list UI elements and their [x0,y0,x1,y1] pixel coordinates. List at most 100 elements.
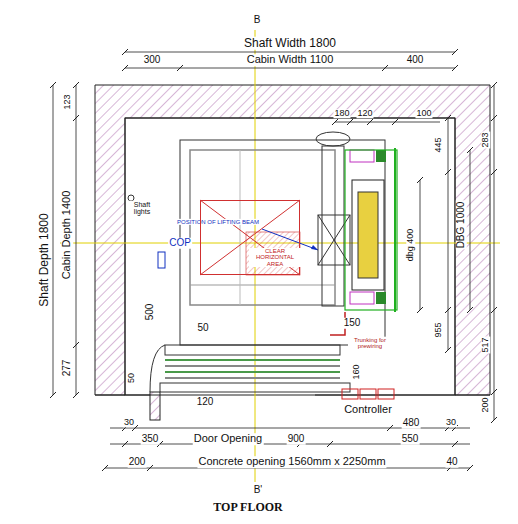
dimension-tick [73,392,79,398]
plan-label: 120 [196,397,215,408]
dimension-tick [452,441,458,447]
plan-label: Door Opening [193,433,264,445]
dimension-line [470,150,471,310]
dimension-text: 445 [434,136,443,153]
dimension-text: 200 [481,396,490,413]
dimension-tick [491,169,497,175]
dimension-tick [347,119,353,125]
dimension-tick [417,307,423,313]
sheet-title: TOP FLOOR [212,501,283,514]
dimension-lines [50,49,497,471]
clear-area [246,232,300,275]
dimension-tick [467,147,473,153]
dimension-text: 123 [63,93,72,110]
dimension-tick [491,82,497,88]
rail-bracket [376,292,386,304]
dimension-tick [382,65,388,71]
controller-unit [342,389,358,399]
dimension-tick [417,177,423,183]
rail-bracket [350,150,374,162]
rail-zone [345,150,397,310]
plan-label: 350 [141,434,160,445]
dimension-text: 500 [145,303,156,322]
dimension-tick [445,169,451,175]
node-text: Controller [343,404,393,416]
plan-label: Cabin Width 1100 [246,54,335,66]
dimension-text: dbg 400 [406,228,415,263]
plan-label: 200 [128,457,147,468]
dimension-tick [102,465,108,471]
plan-label: 120 [356,109,373,118]
plan-label: 100 [415,109,432,118]
dimension-tick [122,65,128,71]
counterweight-frame [352,180,384,290]
front-wall [95,395,150,396]
dimension-line [76,85,77,395]
dimension-text: Shaft Depth 1800 [38,212,51,307]
leader-line [262,229,318,250]
door-panel [165,359,340,361]
landing-sill [160,383,350,392]
dimension-tick [445,307,451,313]
controller-unit [360,389,376,399]
door-panel [165,365,340,367]
dimension-tick [73,115,79,121]
dimension-line [125,68,455,69]
dimension-text: 160 [352,363,361,380]
dimension-tick [332,119,338,125]
plan-label: 150 [343,318,362,329]
dimension-text: 955 [434,321,443,338]
plan-label: POSITION OF LIFTING BEAM [176,219,260,225]
dimension-tick [122,441,128,447]
dimension-tick [491,417,497,423]
dimension-tick [147,465,153,471]
door-panel [165,371,340,373]
dimension-tick [467,307,473,313]
dimension-tick [327,441,333,447]
plan-label: 50 [196,323,209,334]
dimension-tick [50,392,56,398]
dimension-tick [491,115,497,121]
dimension-tick [445,347,451,353]
dimension-tick [445,115,451,121]
dimension-line [420,180,421,310]
front-wall [315,395,490,396]
door-jamb [150,392,160,420]
dimension-tick [452,49,458,55]
lifting-beam-box: CLEAR HORIZONTAL AREA [200,200,300,275]
plan-label: B [253,15,262,26]
dimension-text: 517 [481,336,490,353]
cabin-line [240,150,241,305]
dimension-tick [73,82,79,88]
plan-label: Shaft Width 1800 [243,37,337,50]
shaft-inner [125,118,455,395]
rail-bracket [350,292,374,304]
cabin-outline [180,140,385,345]
leader-head [311,245,318,250]
dimension-tick [122,49,128,55]
plan-label: 30 [445,418,457,427]
dimension-tick [73,342,79,348]
rail-line [394,148,396,312]
plan-label: 480 [402,418,421,429]
counterweight [358,192,378,278]
machine [316,132,350,146]
dimension-text: 283 [481,131,490,148]
plan-label: 30 [123,418,135,427]
dimension-line [448,118,449,350]
dimension-text: Cabin Depth 1400 [61,190,73,281]
car-sill [165,345,340,355]
plan-label: Trunking for prewiring [348,337,392,350]
plan-label: B' [253,485,264,496]
door-frame [150,345,165,392]
dimension-tick [387,425,393,431]
rail-bracket [376,150,386,162]
controller-box: Controller [340,387,396,401]
cabin-line [190,285,335,286]
cabin-inner [190,150,335,305]
plan-label: Concrete opening 1560mm x 2250mm [197,456,386,468]
dimension-text: DBG 1000 [456,201,467,250]
plan-label: 300 [143,55,162,66]
dimension-tick [467,465,473,471]
